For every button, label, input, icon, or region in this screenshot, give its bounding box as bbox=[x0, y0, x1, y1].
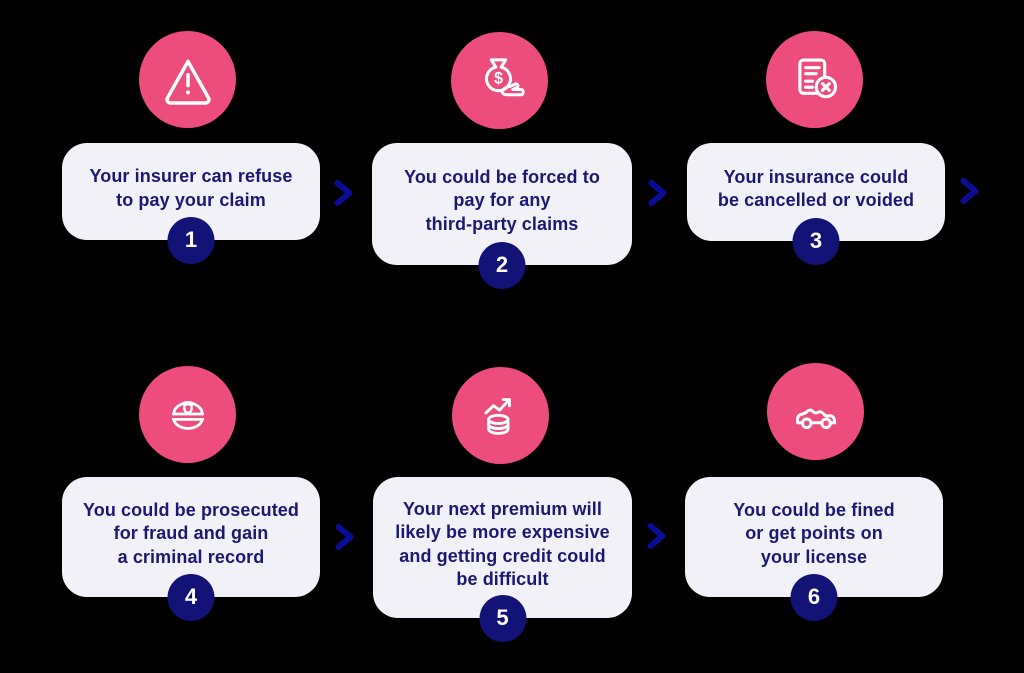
step-number-badge-3: 3 bbox=[792, 217, 840, 265]
step-number-badge-5: 5 bbox=[479, 594, 526, 642]
chevron-right-icon bbox=[334, 180, 353, 206]
step-card-4: You could be prosecuted for fraud and ga… bbox=[62, 477, 320, 621]
step-card-5: Your next premium will likely be more ex… bbox=[373, 477, 632, 642]
step-text-5: Your next premium will likely be more ex… bbox=[395, 498, 610, 592]
step-text-2: You could be forced to pay for any third… bbox=[404, 166, 600, 237]
text-line: You could be prosecuted bbox=[83, 499, 299, 520]
step-number-badge-1: 1 bbox=[167, 216, 215, 264]
svg-text:$: $ bbox=[494, 69, 503, 87]
step-number-badge-6: 6 bbox=[790, 573, 838, 621]
text-line: Your insurer can refuse bbox=[89, 166, 293, 186]
chevron-right-icon bbox=[960, 178, 979, 204]
text-line: Your insurance could bbox=[723, 166, 909, 187]
step-text-4: You could be prosecuted for fraud and ga… bbox=[83, 499, 299, 570]
step-card-1: Your insurer can refuse to pay your clai… bbox=[62, 143, 320, 264]
step-card-6: You could be fined or get points on your… bbox=[685, 477, 943, 621]
text-line: likely be more expensive bbox=[395, 522, 610, 542]
text-line: for fraud and gain bbox=[113, 523, 269, 544]
text-line: a criminal record bbox=[117, 546, 265, 567]
convertible-car-icon bbox=[767, 363, 864, 460]
step-number: 5 bbox=[496, 605, 509, 630]
step-text-6: You could be fined or get points on your… bbox=[733, 499, 894, 570]
rising-coins-icon bbox=[452, 367, 549, 464]
text-line: pay for any bbox=[453, 190, 551, 211]
chevron-right-icon bbox=[335, 524, 354, 550]
warning-triangle-icon bbox=[139, 31, 236, 128]
text-line: Your next premium will bbox=[403, 498, 602, 519]
cancelled-document-icon bbox=[766, 31, 863, 128]
text-line: third-party claims bbox=[425, 213, 579, 234]
chevron-right-icon bbox=[647, 523, 666, 549]
money-bag-hand-icon: $ bbox=[451, 32, 548, 129]
text-line: You could be forced to bbox=[404, 166, 600, 187]
step-text-3: Your insurance could be cancelled or voi… bbox=[718, 166, 914, 213]
step-card-3: Your insurance could be cancelled or voi… bbox=[687, 143, 945, 265]
step-card-2: You could be forced to pay for any third… bbox=[372, 143, 632, 289]
text-line: be cancelled or voided bbox=[717, 190, 915, 210]
text-line: You could be fined bbox=[733, 499, 895, 520]
text-line: your license bbox=[760, 546, 868, 567]
chevron-right-icon bbox=[648, 180, 667, 206]
step-number: 1 bbox=[184, 227, 198, 252]
step-number: 2 bbox=[495, 252, 509, 277]
step-number: 3 bbox=[809, 228, 823, 253]
police-hat-icon bbox=[139, 366, 236, 463]
step-number: 4 bbox=[184, 584, 198, 609]
step-text-1: Your insurer can refuse to pay your clai… bbox=[89, 165, 292, 212]
step-number-badge-2: 2 bbox=[478, 241, 526, 289]
text-line: and getting credit could bbox=[399, 545, 606, 566]
text-line: be difficult bbox=[456, 569, 549, 589]
step-number-badge-4: 4 bbox=[167, 573, 215, 621]
text-line: to pay your claim bbox=[116, 189, 266, 210]
step-number: 6 bbox=[807, 584, 821, 609]
text-line: or get points on bbox=[745, 523, 883, 544]
